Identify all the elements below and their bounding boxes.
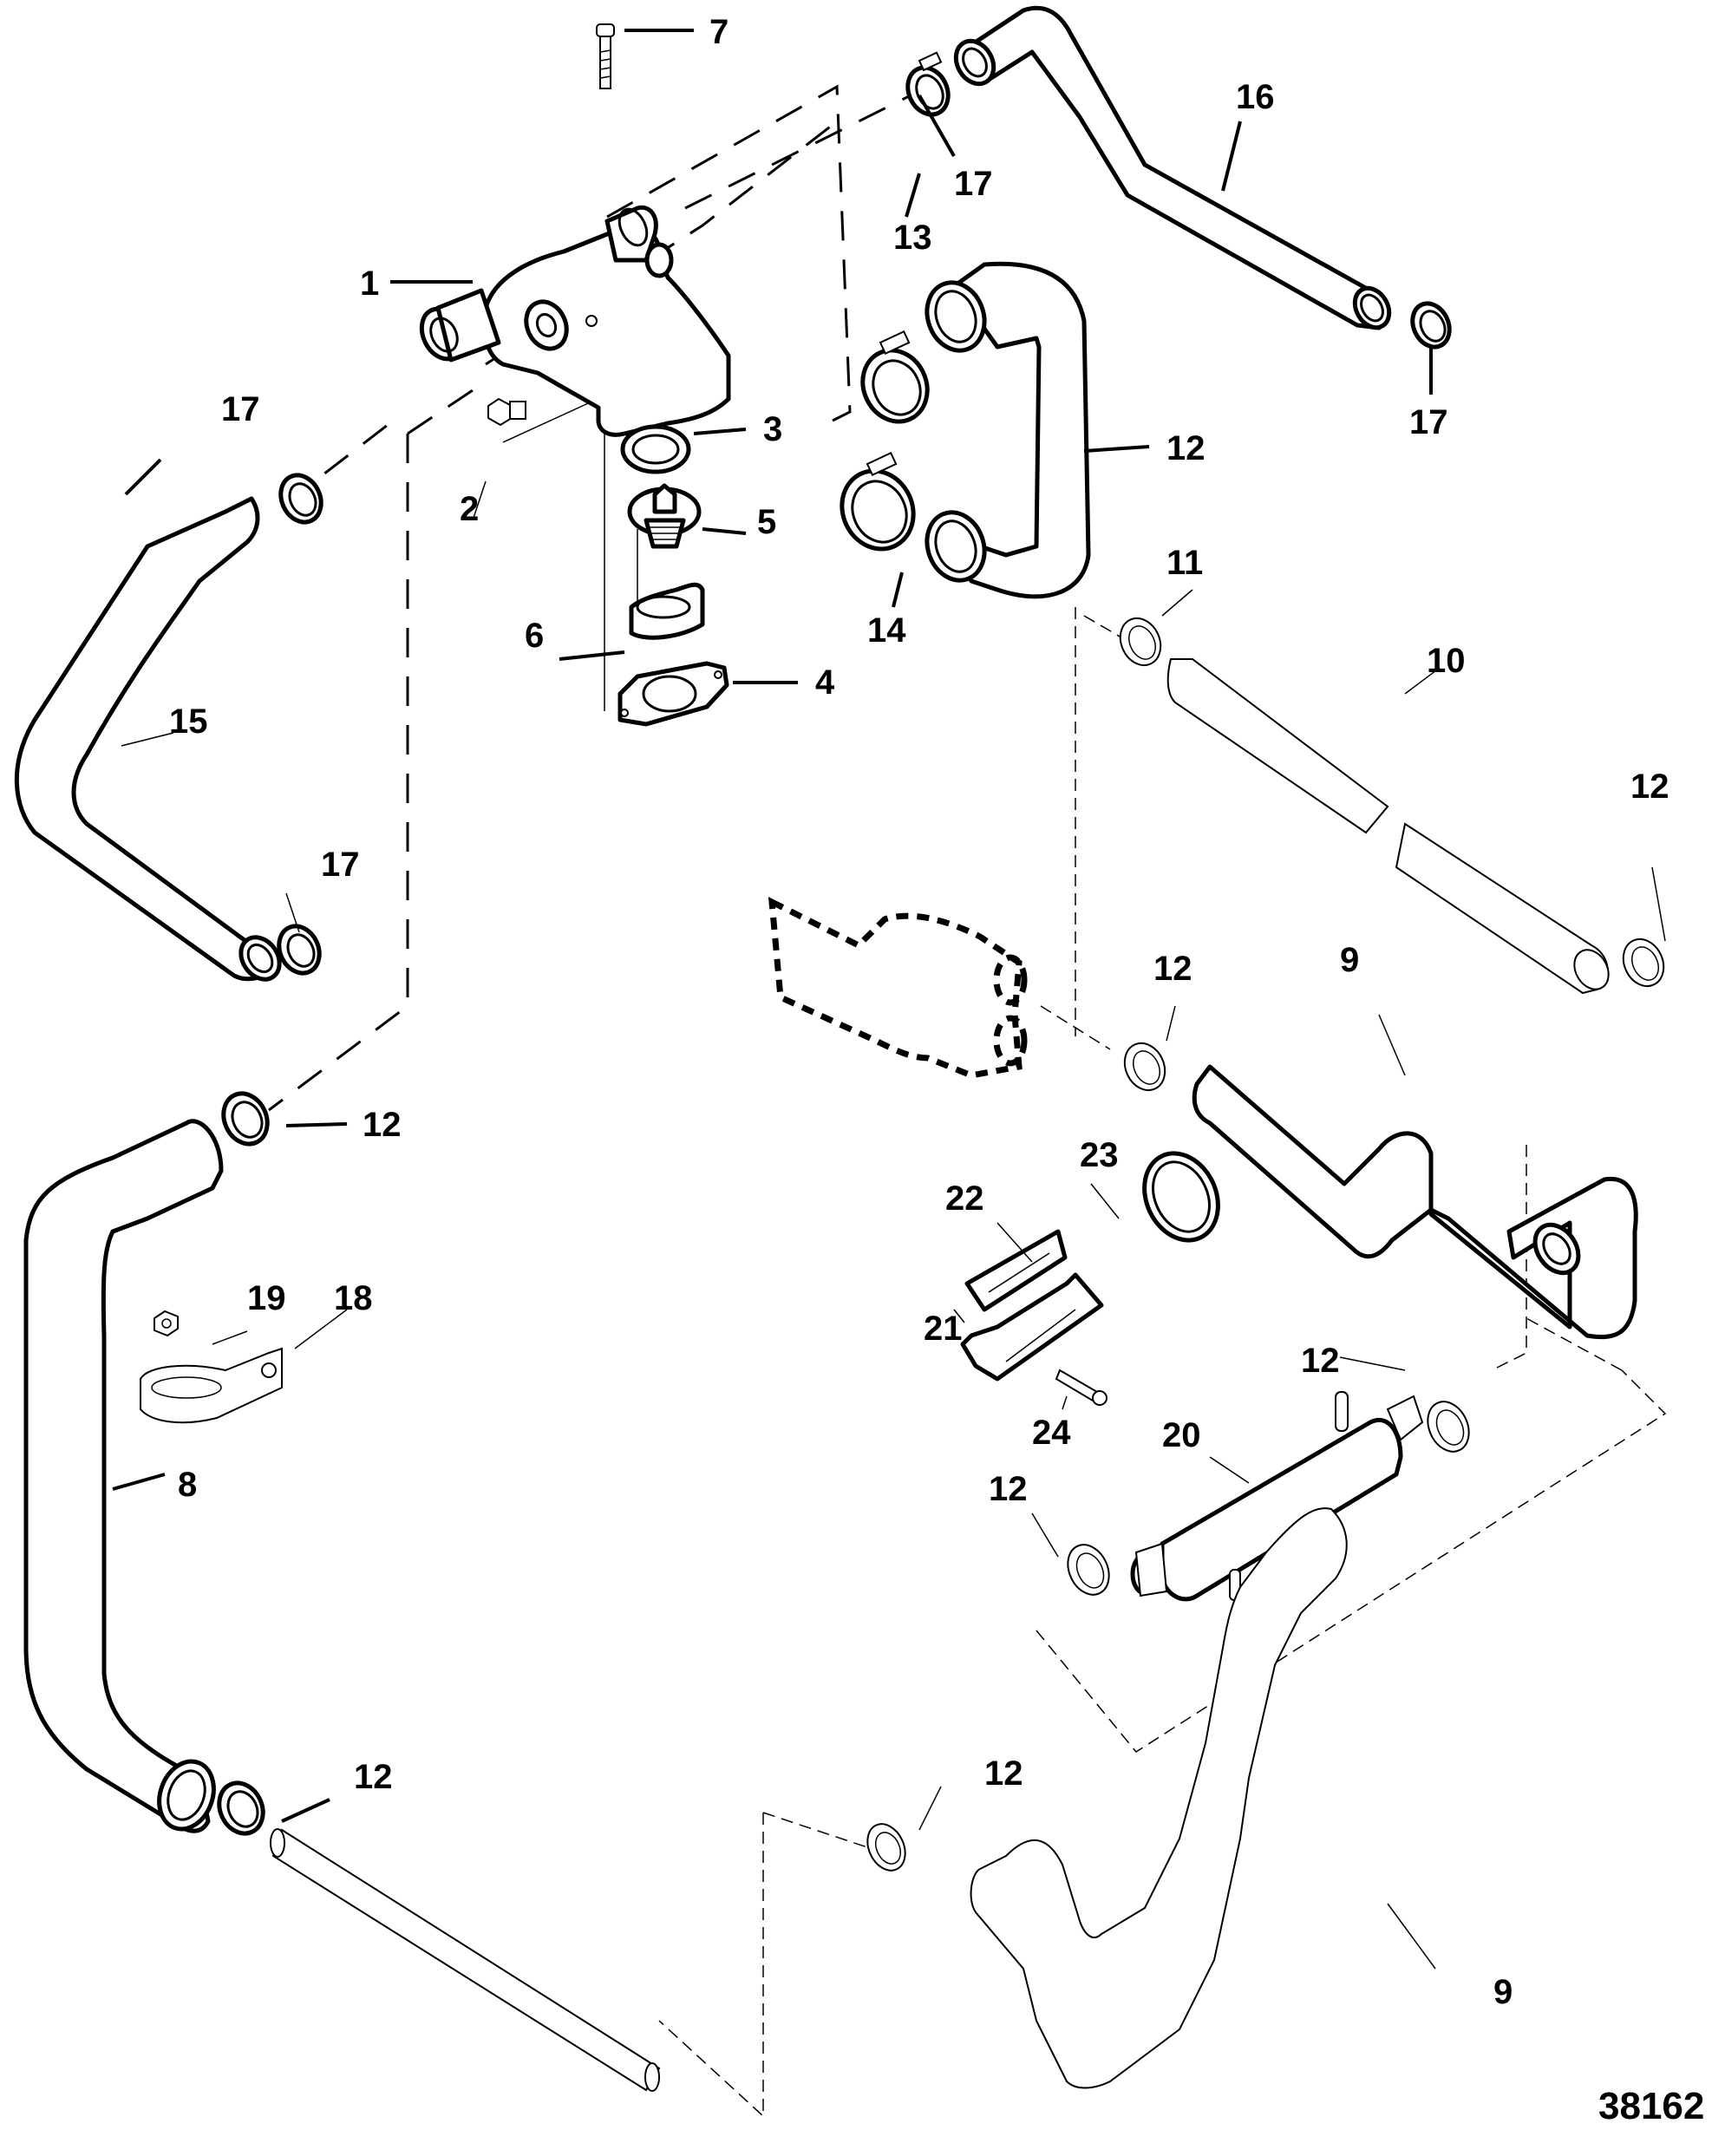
hose-clamp-12-e bbox=[1427, 1401, 1470, 1453]
hose-15 bbox=[14, 496, 282, 982]
sleeve bbox=[629, 582, 705, 640]
callout-11[interactable]: 10 bbox=[1427, 642, 1466, 680]
seal-ring bbox=[620, 424, 691, 474]
callout-8[interactable]: 8 bbox=[178, 1466, 197, 1504]
callout-5[interactable]: 5 bbox=[757, 503, 776, 541]
hose-11 bbox=[1166, 658, 1610, 995]
leader-lines bbox=[112, 29, 1666, 1970]
callout-12-d[interactable]: 12 bbox=[363, 1106, 402, 1144]
callout-24[interactable]: 24 bbox=[1032, 1414, 1071, 1452]
callout-17-left-bottom[interactable]: 17 bbox=[321, 846, 360, 884]
pipe bbox=[270, 1828, 661, 2092]
bracket-half-21 bbox=[960, 1272, 1104, 1382]
assembly-line-cooler bbox=[1040, 1005, 1111, 1050]
bracket bbox=[140, 1347, 283, 1424]
screw bbox=[1055, 1369, 1108, 1406]
callout-labels: 7 1 2 3 5 6 4 17 16 13 17 14 12 11 10 12… bbox=[169, 13, 1704, 2127]
hose-clamp-12-f bbox=[1067, 1544, 1110, 1596]
callout-16[interactable]: 16 bbox=[1236, 78, 1275, 116]
hose-clamp-17-right bbox=[1410, 301, 1452, 350]
figure-number: 38162 bbox=[1598, 2085, 1704, 2127]
callout-12-b[interactable]: 12 bbox=[1630, 768, 1669, 806]
hose-clamp-12-d bbox=[221, 1091, 270, 1147]
callout-19[interactable]: 19 bbox=[247, 1279, 286, 1317]
nut bbox=[154, 1310, 179, 1337]
thermostat-housing[interactable] bbox=[414, 205, 731, 437]
callout-14-bottom[interactable]: 14 bbox=[867, 611, 906, 650]
callout-17-right[interactable]: 17 bbox=[1409, 403, 1448, 441]
clamp-band-23 bbox=[1142, 1151, 1220, 1243]
callout-15[interactable]: 15 bbox=[169, 702, 208, 741]
callout-20[interactable]: 20 bbox=[1162, 1416, 1201, 1454]
callout-1[interactable]: 1 bbox=[360, 265, 379, 303]
hose-clamp-12-a bbox=[1119, 617, 1162, 667]
phantom-pump bbox=[768, 897, 1028, 1079]
callout-12-a[interactable]: 11 bbox=[1166, 544, 1203, 582]
thermostat bbox=[627, 483, 702, 549]
callout-9[interactable]: 9 bbox=[1493, 1973, 1513, 2011]
gasket bbox=[617, 661, 729, 727]
callout-4[interactable]: 4 bbox=[815, 663, 835, 702]
callout-13[interactable]: 12 bbox=[1166, 429, 1206, 467]
callout-10[interactable]: 9 bbox=[1340, 941, 1359, 979]
callout-12-e[interactable]: 12 bbox=[1301, 1342, 1340, 1380]
callout-22[interactable]: 22 bbox=[945, 1179, 984, 1218]
hose-13 bbox=[925, 261, 1091, 599]
callout-17-left-top[interactable]: 17 bbox=[221, 390, 260, 428]
hose-8 bbox=[23, 1119, 224, 1833]
callout-12-g[interactable]: 12 bbox=[354, 1758, 393, 1796]
hose-clamp-17-left-bottom bbox=[277, 924, 322, 976]
bolt bbox=[596, 23, 615, 89]
hose-clamp-12-c bbox=[1123, 1042, 1166, 1092]
plug bbox=[487, 397, 526, 427]
hose-clamp-14-top bbox=[860, 330, 930, 424]
hose-clamp-12-b bbox=[1622, 938, 1665, 988]
callout-12-c[interactable]: 12 bbox=[1153, 950, 1192, 988]
callout-18[interactable]: 18 bbox=[334, 1279, 373, 1317]
assembly-lines bbox=[268, 84, 1667, 2118]
assembly-line-hose10 bbox=[1491, 1145, 1527, 1371]
callout-3[interactable]: 3 bbox=[763, 410, 782, 448]
callout-7[interactable]: 7 bbox=[709, 13, 729, 51]
assembly-line-housing-left bbox=[407, 120, 838, 435]
callout-23[interactable]: 23 bbox=[1080, 1136, 1119, 1174]
hose-10 bbox=[1192, 1064, 1638, 1340]
callout-21[interactable]: 21 bbox=[924, 1310, 963, 1348]
assembly-line-pipe bbox=[658, 1813, 764, 2118]
assembly-line-housing-right bbox=[606, 84, 852, 422]
assembly-line-clamp12-lower bbox=[762, 1812, 868, 1848]
hose-clamp-14-bottom bbox=[840, 451, 916, 552]
assembly-line-hose9 bbox=[1036, 1317, 1667, 1753]
hose-clamps bbox=[217, 51, 1665, 1872]
callout-14-top[interactable]: 13 bbox=[893, 219, 932, 257]
callout-12-f[interactable]: 12 bbox=[989, 1470, 1028, 1508]
callout-6[interactable]: 6 bbox=[525, 617, 544, 655]
hose-clamp-17-left-top bbox=[278, 473, 323, 525]
callout-2[interactable]: 2 bbox=[460, 490, 479, 528]
bracket-half-22 bbox=[964, 1229, 1068, 1312]
assembly-line-hose8 bbox=[268, 434, 409, 1112]
hose-clamp-12-g bbox=[217, 1780, 265, 1836]
hose-16 bbox=[953, 5, 1392, 330]
hose-9 bbox=[970, 1507, 1348, 2089]
callout-17-top[interactable]: 17 bbox=[954, 165, 993, 203]
cooler bbox=[1130, 1391, 1424, 1602]
hose-clamp-12-h bbox=[866, 1823, 906, 1872]
callout-12-h[interactable]: 12 bbox=[984, 1754, 1023, 1793]
assembly-line-hose16 bbox=[684, 94, 912, 210]
